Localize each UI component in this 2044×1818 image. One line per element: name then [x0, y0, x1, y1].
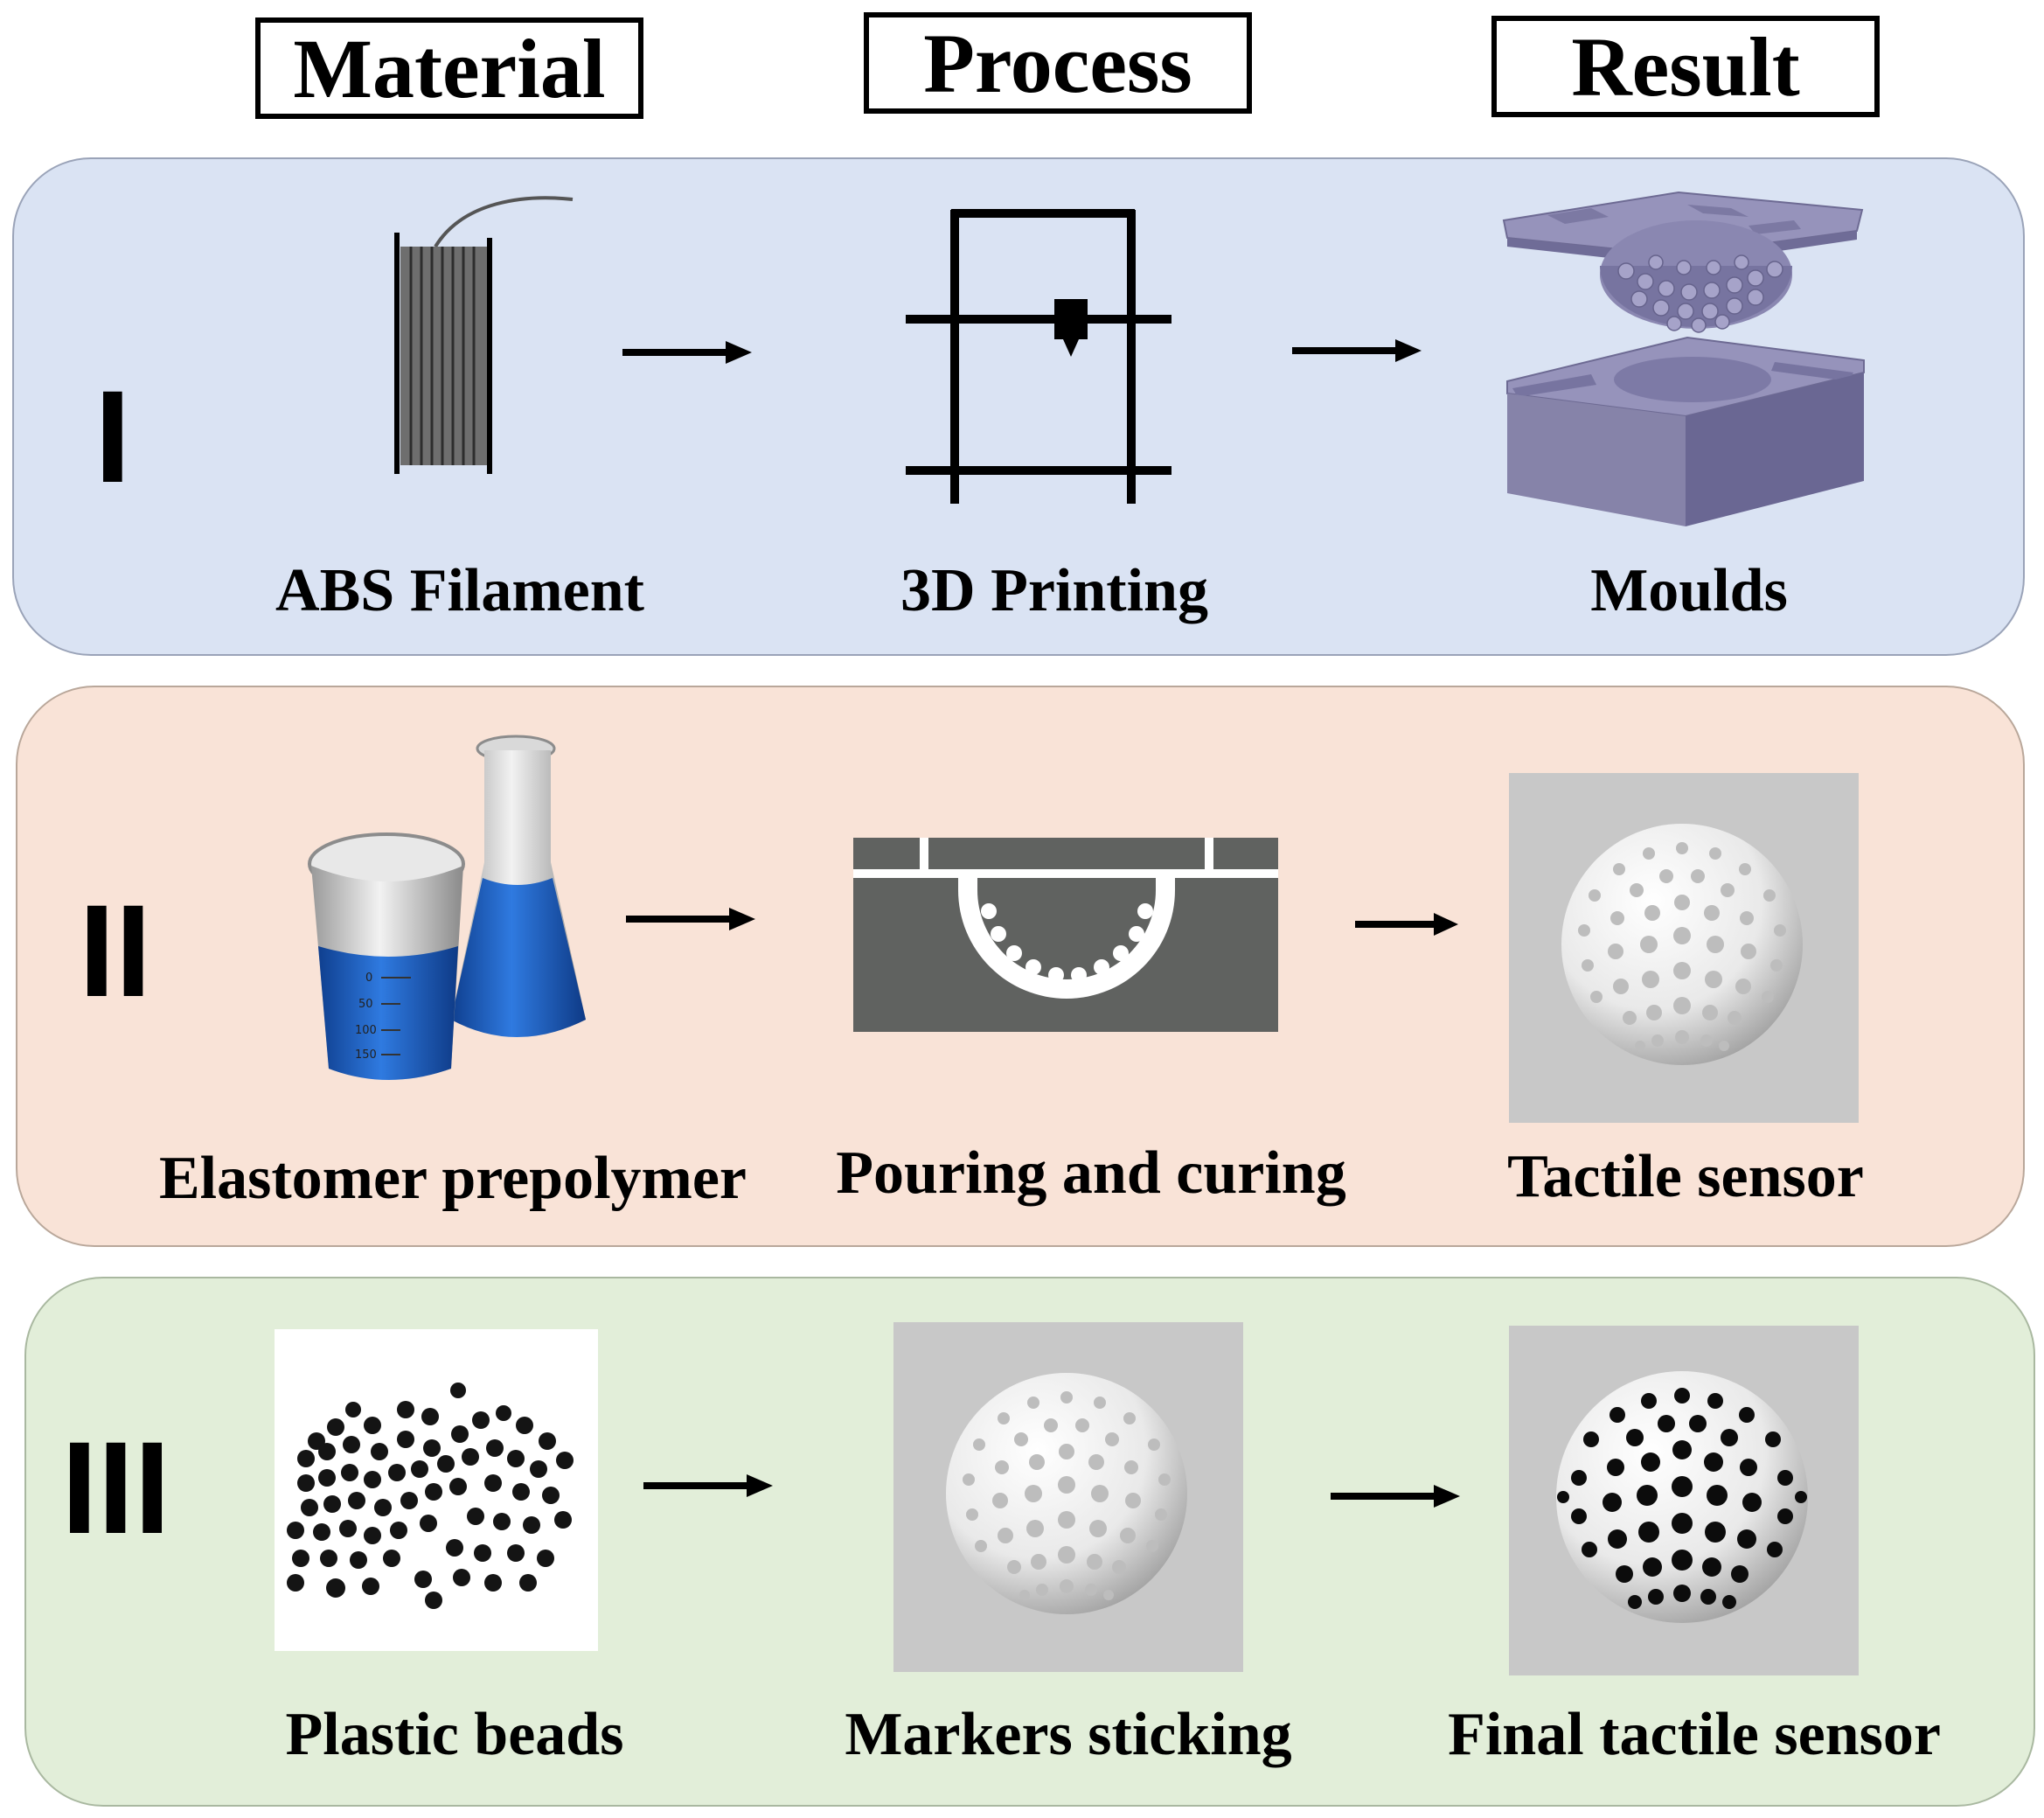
final-tactile-sensor-image [1509, 1326, 1859, 1675]
beaker-tick-50: 50 [358, 998, 373, 1011]
tactile-sensor-caption: Tactile sensor [1507, 1143, 1864, 1210]
beaker-and-flask-icon: 0 50 100 150 [308, 735, 586, 1080]
row-3-label: III [61, 1414, 171, 1561]
beaker-tick-100: 100 [355, 1024, 377, 1037]
3d-printer-icon [906, 209, 1171, 504]
arrow-icon [622, 341, 752, 364]
moulds-caption: Moulds [1590, 557, 1788, 624]
arrow-icon [1331, 1485, 1460, 1508]
header-process: Process [864, 12, 1252, 114]
markers-sticking-caption: Markers sticking [845, 1701, 1292, 1768]
arrow-icon [643, 1474, 773, 1497]
elastomer-prepolymer-caption: Elastomer prepolymer [158, 1145, 747, 1212]
beaker-tick-0: 0 [365, 972, 372, 985]
arrow-icon [1292, 339, 1422, 362]
row-1-label: I [94, 363, 131, 510]
abs-filament-spool-icon [394, 196, 574, 474]
plastic-beads-caption: Plastic beads [285, 1701, 624, 1768]
arrow-icon [1355, 913, 1458, 936]
row-2-label: II [79, 877, 152, 1024]
header-result: Result [1491, 16, 1880, 117]
arrow-icon [626, 908, 755, 930]
pouring-and-curing-caption: Pouring and curing [836, 1139, 1346, 1207]
mould-cross-section-icon [853, 838, 1278, 1032]
beaker-tick-150: 150 [355, 1048, 377, 1062]
plastic-beads-image [275, 1329, 598, 1651]
markers-sticking-image [893, 1322, 1243, 1672]
final-tactile-sensor-caption: Final tactile sensor [1448, 1701, 1941, 1768]
moulds-icon [1502, 191, 1865, 526]
tactile-sensor-image [1509, 773, 1859, 1123]
3d-printing-caption: 3D Printing [900, 557, 1208, 624]
header-material: Material [255, 17, 643, 119]
abs-filament-caption: ABS Filament [275, 557, 644, 624]
